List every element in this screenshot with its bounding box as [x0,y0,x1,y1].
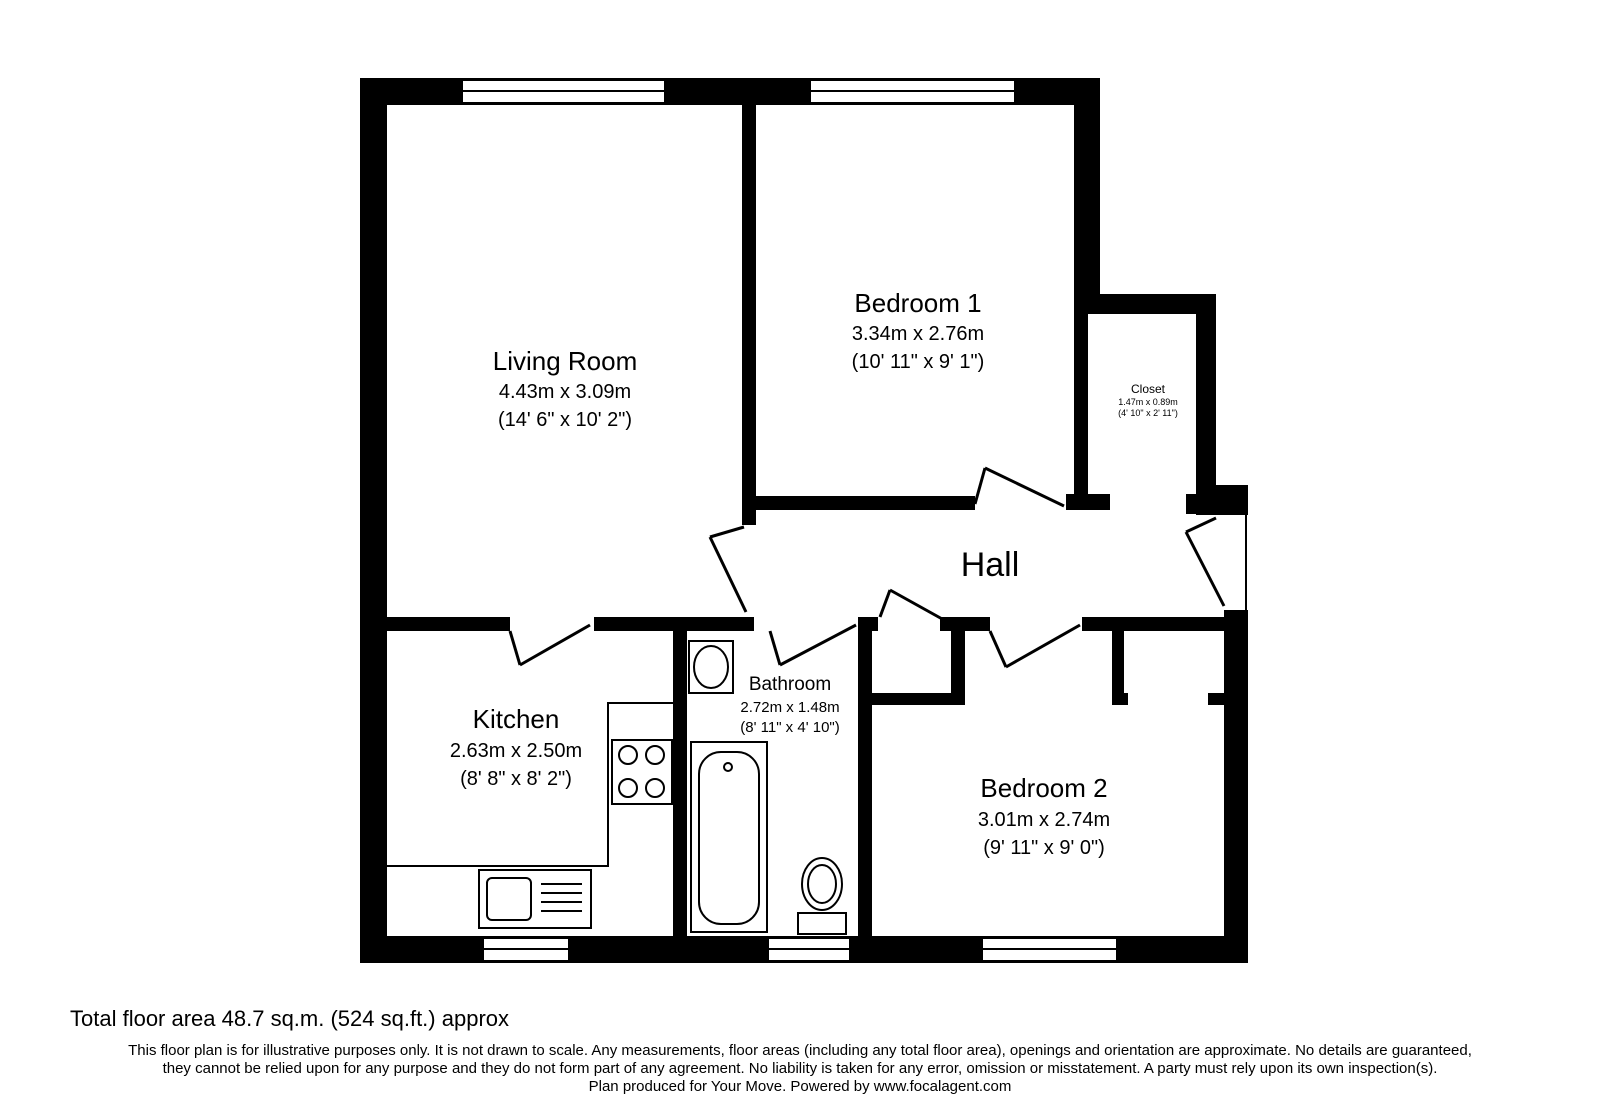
total-floor-area: Total floor area 48.7 sq.m. (524 sq.ft.)… [70,1006,510,1031]
door-cupboard-leaf [889,588,945,622]
room-dim-kitchen: 2.63m x 2.50m [450,740,582,762]
wall-closet-top [1074,294,1216,314]
door-bathroom-leaf [779,623,857,667]
room-name-kitchen: Kitchen [473,704,560,734]
room-dim-living: 4.43m x 3.09m [499,381,631,403]
room-dim-ft-bedroom1: (10' 11" x 9' 1") [852,351,985,373]
door-bedroom2-leaf [1005,623,1081,669]
room-dim-ft-bedroom2: (9' 11" x 9' 0") [983,837,1105,859]
room-dim-bedroom2: 3.01m x 2.74m [978,809,1110,831]
wall-wardrobe-right [1208,693,1224,705]
room-dim-bathroom: 2.72m x 1.48m [740,699,839,716]
door-kitchen-frame [508,630,522,666]
door-bedroom1-frame [973,467,987,505]
sink-bowl [486,877,532,921]
toilet-cistern [797,912,847,935]
hob-ring [618,778,638,798]
wall-living-kitchen-left [387,617,510,631]
door-cupboard-frame [878,589,892,618]
wall-closet-right [1196,294,1216,514]
room-dim-ft-closet: (4' 10" x 2' 11") [1118,408,1178,418]
wall-cupboard-bottom [872,693,965,705]
wall-bathroom-bedroom2 [858,617,872,936]
room-dim-bedroom1: 3.34m x 2.76m [852,323,984,345]
wall-closet-bottom-right [1186,494,1216,514]
wall-kitchen-bathroom [673,617,687,936]
room-name-hall: Hall [961,546,1020,584]
hob-ring [645,745,665,765]
room-dim-ft-bathroom: (8' 11" x 4' 10") [740,719,839,736]
door-bathroom-frame [768,630,782,666]
wall-bedroom2-right [1224,610,1248,963]
room-name-living: Living Room [493,346,638,376]
disclaimer-line-2: they cannot be relied upon for any purpo… [162,1060,1438,1077]
door-entrance-frame [1185,516,1217,534]
room-name-closet: Closet [1131,382,1166,396]
wall-closet-bottom-stub [1066,494,1110,510]
wall-living-bedroom1 [742,105,756,525]
disclaimer: This floor plan is for illustrative purp… [0,1042,1600,1096]
doors [508,466,1247,669]
room-name-bathroom: Bathroom [749,674,831,695]
kitchen-counter [387,702,673,867]
kitchen-fittings [387,702,673,929]
wall-stub-c [1082,617,1224,631]
wall-left [360,78,387,963]
walls [360,78,1248,963]
bathroom-fittings [688,640,847,935]
door-living-frame [709,525,745,539]
room-labels: Living Room 4.43m x 3.09m (14' 6" x 10' … [450,288,1178,859]
door-living-leaf [708,536,748,613]
hob-ring [645,778,665,798]
sink-unit [478,869,592,929]
toilet-bowl [801,857,843,911]
bathtub [690,741,768,933]
room-dim-closet: 1.47m x 0.89m [1118,397,1178,407]
wall-bedroom1-bottom [742,496,975,510]
hob [611,739,673,805]
hob-ring [618,745,638,765]
room-dim-ft-kitchen: (8' 8" x 8' 2") [460,768,572,790]
disclaimer-line-1: This floor plan is for illustrative purp… [128,1042,1472,1059]
door-kitchen-leaf [519,623,591,667]
room-name-bedroom2: Bedroom 2 [980,773,1107,803]
wall-stub-a [858,617,878,631]
room-dim-ft-living: (14' 6" x 10' 2") [498,409,632,431]
door-entrance-leaf [1184,531,1226,607]
room-name-bedroom1: Bedroom 1 [854,288,981,318]
wall-bedroom1-right-upper [1074,78,1100,308]
wall-wardrobe-left-foot [1112,693,1128,705]
wall-bedroom1-closet [1074,308,1088,508]
door-bedroom1-leaf [984,466,1065,508]
disclaimer-line-3: Plan produced for Your Move. Powered by … [588,1078,1012,1095]
door-bedroom2-frame [988,630,1008,668]
washbasin [688,640,734,694]
wall-wardrobe-left [1112,631,1124,703]
wall-cupboard [951,617,965,703]
windows [461,79,1118,962]
